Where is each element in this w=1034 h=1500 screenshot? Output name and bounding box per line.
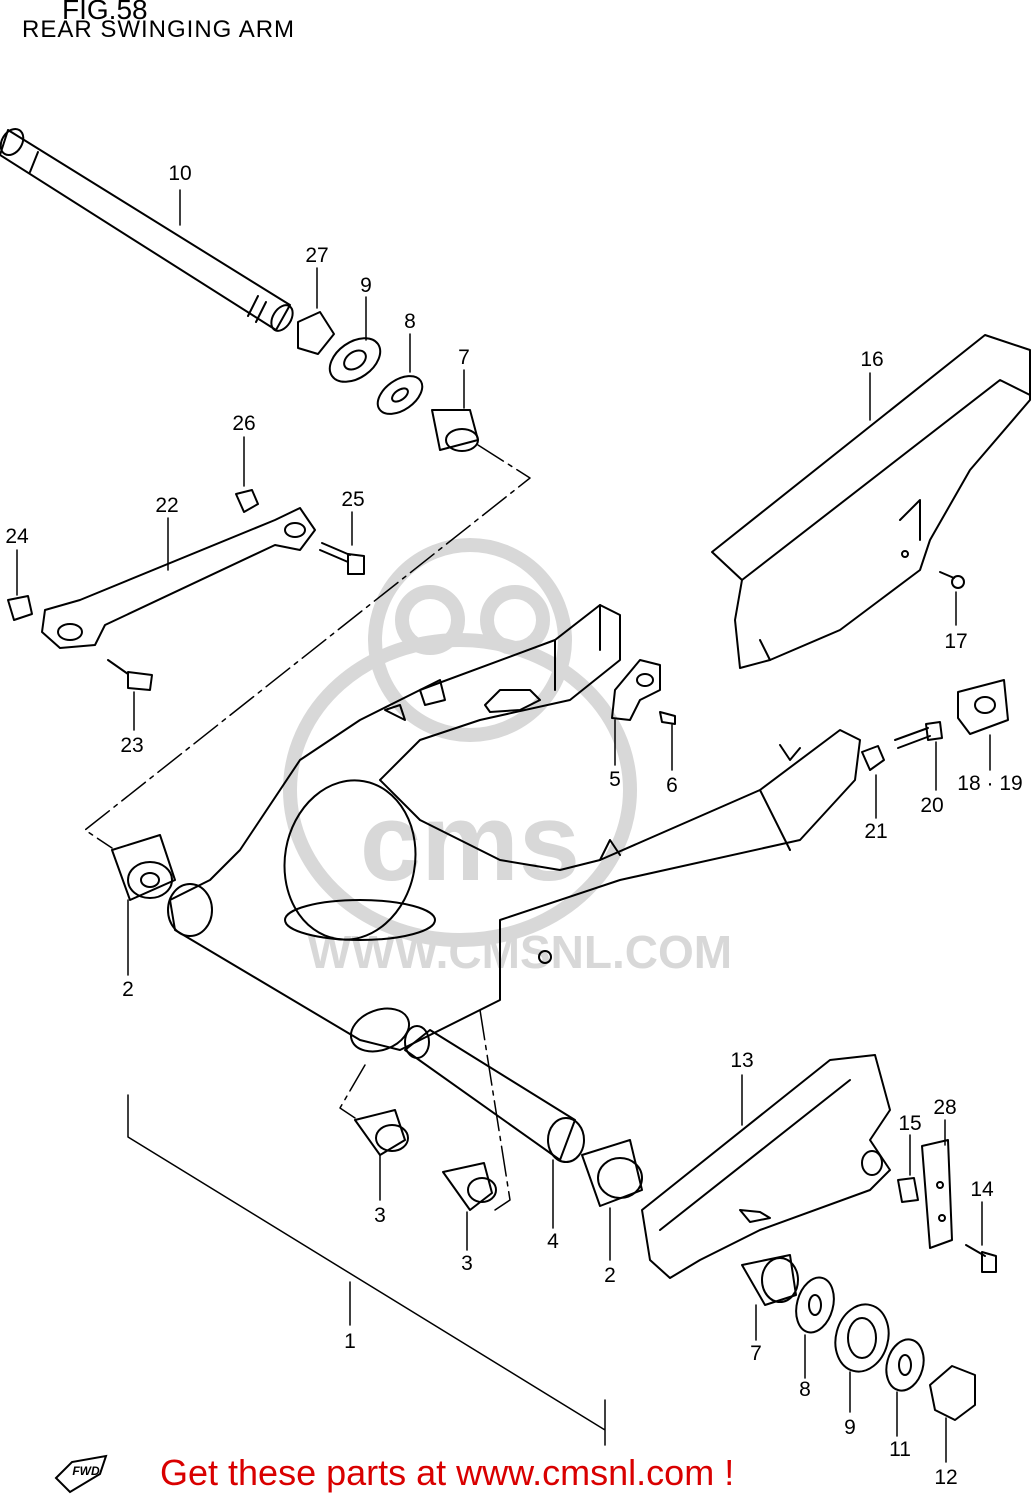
promo-link[interactable]: Get these parts at www.cmsnl.com ! — [160, 1452, 735, 1493]
callout-8-right: 8 — [799, 1378, 811, 1401]
callout-3-upper: 3 — [374, 1204, 386, 1227]
needle-bearing-lower — [442, 1162, 497, 1211]
chain-guide-bolt — [965, 1244, 997, 1273]
callout-7: 7 — [458, 346, 470, 369]
callout-14: 14 — [970, 1178, 994, 1201]
right-bearing — [834, 1303, 890, 1373]
right-washer — [795, 1276, 835, 1334]
chain-cover-screw — [939, 571, 965, 589]
callout-16: 16 — [860, 348, 883, 371]
torque-link-nut — [7, 489, 259, 621]
torque-link-bolt — [107, 542, 365, 691]
callout-7-right: 7 — [750, 1342, 762, 1365]
swing-arm-bushing-right — [581, 1139, 643, 1207]
figure-subtitle: REAR SWINGING ARM — [22, 16, 296, 43]
chain-guide-bracket — [611, 659, 676, 725]
swinging-arm — [167, 604, 861, 1053]
right-thin-washer — [885, 1338, 925, 1392]
right-spacer — [741, 1254, 799, 1306]
watermark-brand: cms — [360, 781, 580, 904]
callout-3-lower: 3 — [461, 1252, 473, 1275]
callout-24: 24 — [5, 525, 29, 548]
callout-12: 12 — [934, 1466, 957, 1489]
callout-9: 9 — [360, 274, 372, 297]
adjuster-bolt — [894, 721, 943, 749]
pivot-nut — [297, 311, 335, 355]
pivot-washer — [376, 375, 424, 415]
callout-6: 6 — [666, 774, 678, 797]
callout-2-right: 2 — [604, 1264, 616, 1287]
callout-26: 26 — [232, 412, 255, 435]
callout-11: 11 — [889, 1438, 911, 1461]
pivot-sleeve — [404, 1025, 585, 1163]
chain-guide — [641, 1054, 891, 1279]
callout-2-left: 2 — [122, 978, 134, 1001]
swing-arm-bushing-left — [111, 834, 176, 901]
callout-5: 5 — [609, 768, 621, 791]
chain-cover — [711, 334, 1031, 669]
callout-labels: 10 27 9 8 7 16 26 22 25 24 23 17 18 · 19… — [5, 162, 1022, 1489]
callout-22: 22 — [155, 494, 178, 517]
callout-18-19: 18 · 19 — [957, 772, 1022, 795]
callout-15: 15 — [898, 1112, 921, 1135]
torque-link — [41, 507, 316, 649]
chain-adjuster-block — [957, 679, 1009, 735]
callout-20: 20 — [920, 794, 943, 817]
callout-4: 4 — [547, 1230, 559, 1253]
right-pivot-nut — [929, 1365, 976, 1421]
callout-10: 10 — [168, 162, 191, 185]
callout-1: 1 — [344, 1330, 356, 1353]
chain-guide-plate — [921, 1139, 953, 1249]
callout-27: 27 — [305, 244, 328, 267]
leader-lines — [16, 189, 991, 1463]
pivot-spacer — [431, 409, 479, 452]
figure-label: FIG.58 — [62, 0, 148, 25]
pivot-shaft — [0, 127, 294, 332]
needle-bearing-upper — [354, 1109, 409, 1156]
chain-guide-collar — [897, 1177, 919, 1203]
callout-23: 23 — [120, 734, 143, 757]
adjuster-nut — [861, 745, 885, 771]
fwd-label: FWD — [72, 1464, 100, 1478]
callout-8: 8 — [404, 310, 416, 333]
callout-9-right: 9 — [844, 1416, 856, 1439]
watermark-site: WWW.CMSNL.COM — [308, 926, 732, 978]
callout-13: 13 — [730, 1049, 753, 1072]
callout-28: 28 — [933, 1096, 956, 1119]
callout-17: 17 — [944, 630, 967, 653]
callout-25: 25 — [341, 488, 364, 511]
fwd-arrow-icon: FWD — [54, 1454, 108, 1494]
watermark-logo — [283, 538, 637, 947]
pivot-bearing — [328, 337, 382, 383]
callout-21: 21 — [864, 820, 887, 843]
